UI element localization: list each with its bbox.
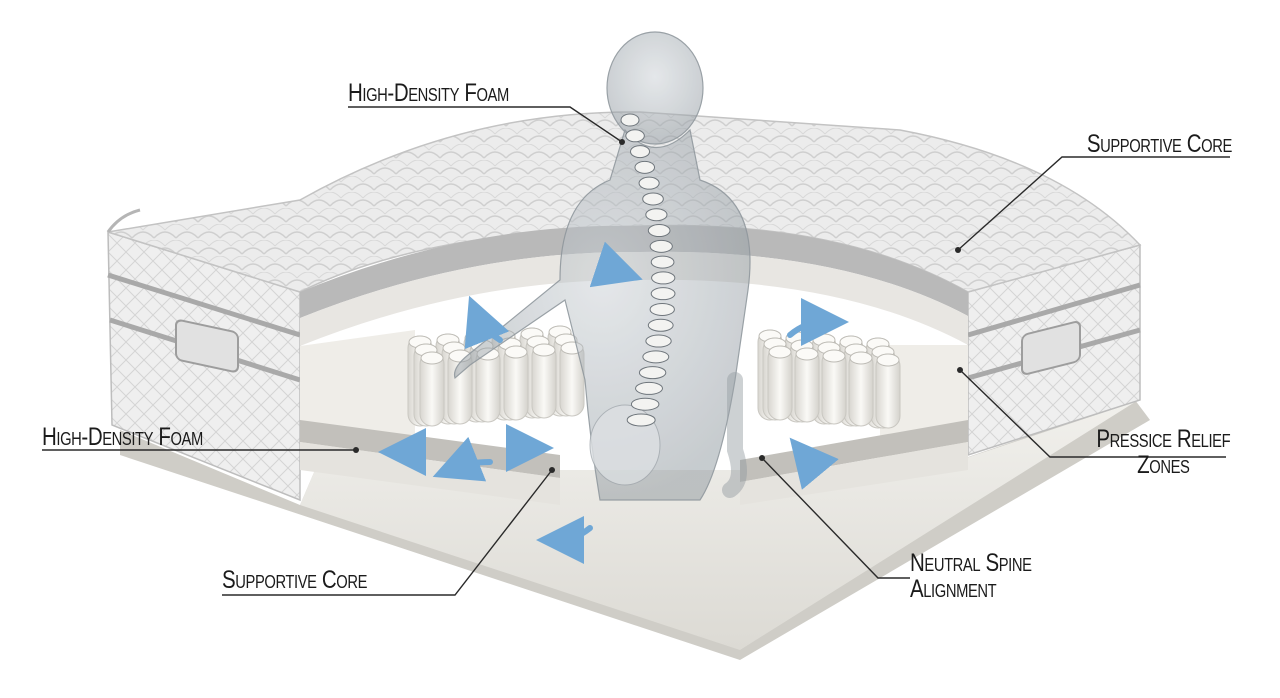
human-silhouette-icon <box>453 31 751 501</box>
leader-supportive-core-bottom <box>222 469 553 596</box>
transition-foam-cut <box>300 251 968 346</box>
callout-high-density-foam-left: High-Density Foam <box>42 424 203 450</box>
callout-text: Supportive Core <box>1086 130 1232 158</box>
callout-text: Supportive Core <box>222 566 368 594</box>
top-comfort-foam-cut <box>300 225 968 318</box>
spine-icon <box>620 113 676 427</box>
mattress-base-floor <box>300 402 1135 650</box>
leader-neutral-spine <box>761 457 910 579</box>
callout-text-line1: Pressice Relief <box>1096 425 1230 453</box>
leader-supportive-core-right <box>957 156 1230 251</box>
pocket-coils-left <box>407 325 585 427</box>
leader-pressure-relief <box>959 369 1226 458</box>
callout-supportive-core-right: Supportive Core <box>1087 131 1232 157</box>
pocket-coils-right <box>757 329 901 429</box>
callout-text: High-Density Foam <box>348 79 509 107</box>
callout-text-line1: Neutral Spine <box>910 549 1032 577</box>
callout-supportive-core-bottom: Supportive Core <box>222 567 367 593</box>
callout-high-density-foam-top: High-Density Foam <box>348 80 509 106</box>
callout-text-line2: Alignment <box>910 575 997 603</box>
left-handle <box>175 319 239 373</box>
callout-pressure-relief-zones: Pressice Relief Zones <box>1096 426 1230 478</box>
callout-neutral-spine-alignment: Neutral Spine Alignment <box>910 550 1032 602</box>
leader-high-density-foam-top <box>348 106 623 143</box>
airflow-arrow-icon <box>378 241 849 564</box>
leader-lines <box>42 106 1230 596</box>
callout-text-line2: Zones <box>1136 451 1190 479</box>
callout-text: High-Density Foam <box>42 423 203 451</box>
right-handle <box>1021 321 1081 375</box>
